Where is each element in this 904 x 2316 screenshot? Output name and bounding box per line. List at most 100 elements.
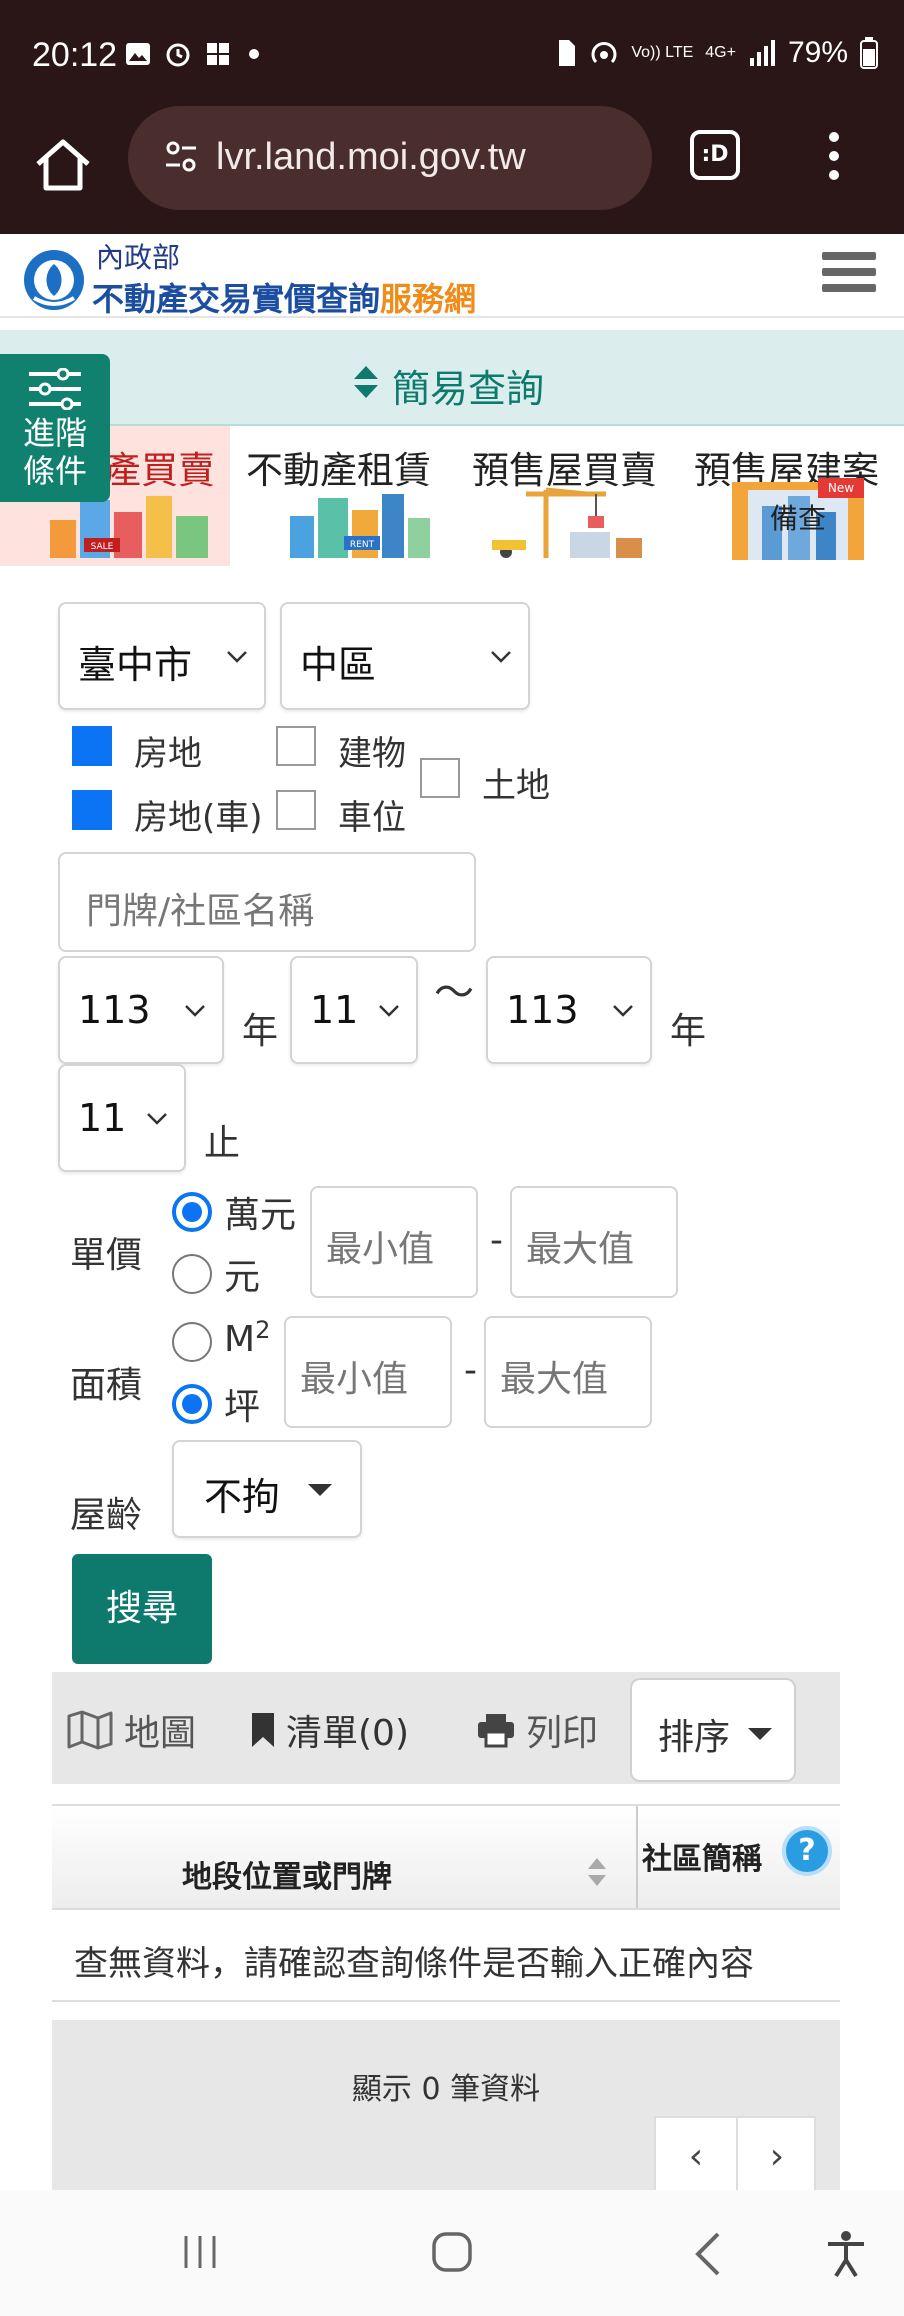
filing-label: 備查 bbox=[770, 502, 826, 535]
browser-toolbar: lvr.land.moi.gov.tw :D bbox=[0, 100, 904, 234]
status-time: 20:12 bbox=[32, 36, 118, 74]
record-count: 顯示 0 筆資料 bbox=[351, 2072, 541, 2107]
column-header-community[interactable]: 社區簡稱 bbox=[642, 1842, 762, 1877]
sliders-icon bbox=[29, 367, 81, 411]
system-navigation-bar bbox=[0, 2190, 904, 2316]
to-year-select[interactable]: 113 bbox=[486, 956, 652, 1064]
city-select[interactable]: 臺中市 bbox=[58, 602, 266, 710]
radio-label: 元 bbox=[224, 1257, 261, 1298]
construction-icon bbox=[492, 487, 642, 558]
sim-icon bbox=[559, 40, 576, 66]
max-placeholder: 最大值 bbox=[500, 1359, 609, 1400]
chevron-down-icon bbox=[613, 1005, 633, 1017]
checkbox-parking[interactable] bbox=[276, 790, 316, 830]
sort-arrows-icon[interactable] bbox=[586, 1856, 608, 1888]
from-year-select[interactable]: 113 bbox=[58, 956, 224, 1064]
back-icon[interactable] bbox=[690, 2230, 726, 2278]
checkbox-label: 土地 bbox=[482, 766, 550, 806]
print-button[interactable]: 列印 bbox=[476, 1704, 598, 1756]
range-dash: - bbox=[464, 1350, 477, 1391]
tab-label: 產買賣 bbox=[104, 449, 215, 492]
sort-button[interactable]: 排序 bbox=[630, 1678, 796, 1782]
ministry-logo-icon[interactable] bbox=[22, 248, 86, 312]
ministry-name: 內政部 bbox=[96, 241, 181, 274]
hamburger-menu-icon[interactable] bbox=[822, 252, 876, 298]
range-dash: - bbox=[490, 1220, 503, 1261]
to-year-value: 113 bbox=[506, 988, 579, 1032]
radio-label: 坪 bbox=[224, 1387, 261, 1428]
prev-page-button[interactable]: ‹ bbox=[688, 2136, 704, 2177]
tab-label: 預售屋買賣 bbox=[472, 449, 657, 492]
checkbox-house-land[interactable] bbox=[72, 726, 112, 766]
checkbox-house-land-parking[interactable] bbox=[72, 790, 112, 830]
address-placeholder: 門牌/社區名稱 bbox=[86, 891, 315, 932]
address-bar[interactable]: lvr.land.moi.gov.tw bbox=[128, 106, 652, 210]
volte-indicator: Vo)) LTE bbox=[631, 44, 694, 61]
help-icon[interactable]: ? bbox=[782, 1826, 832, 1876]
search-button[interactable]: 搜尋 bbox=[72, 1554, 212, 1664]
unit-price-label: 單價 bbox=[70, 1235, 143, 1276]
home-nav-icon[interactable] bbox=[430, 2230, 474, 2274]
printer-icon bbox=[478, 1714, 514, 1748]
address-input[interactable]: 門牌/社區名稱 bbox=[58, 852, 476, 952]
browser-menu-icon[interactable] bbox=[824, 132, 844, 188]
radio-square-meter[interactable] bbox=[172, 1322, 212, 1362]
area-min-input[interactable]: 最小值 bbox=[284, 1316, 452, 1428]
chevron-down-icon bbox=[379, 1005, 399, 1017]
sale-badge: SALE bbox=[91, 542, 114, 552]
site-title[interactable]: 不動產交易實價查詢服務網 bbox=[92, 274, 476, 320]
advanced-filter-line1: 進階 bbox=[22, 414, 87, 452]
unit-price-max-input[interactable]: 最大值 bbox=[510, 1186, 678, 1298]
building-age-value: 不拘 bbox=[204, 1475, 281, 1519]
alarm-icon bbox=[166, 43, 190, 67]
building-age-select[interactable]: 不拘 bbox=[172, 1440, 362, 1538]
presale-project-icon: New 備查 bbox=[732, 478, 864, 560]
city-sale-icon: SALE bbox=[50, 496, 208, 558]
from-month-value: 11 bbox=[310, 988, 359, 1032]
district-select[interactable]: 中區 bbox=[280, 602, 530, 710]
checkbox-label: 房地 bbox=[134, 734, 202, 774]
battery-icon bbox=[860, 37, 878, 69]
column-divider bbox=[636, 1806, 638, 1910]
recent-apps-icon[interactable] bbox=[178, 2230, 222, 2274]
tab-real-estate-rental[interactable]: 不動產租賃 RENT bbox=[230, 426, 456, 566]
signal-icon bbox=[749, 40, 775, 66]
radio-label: 萬元 bbox=[224, 1195, 297, 1236]
tab-presale-sale[interactable]: 預售屋買賣 bbox=[456, 426, 684, 566]
year-unit: 年 bbox=[670, 1011, 707, 1052]
advanced-filter-button[interactable]: 進階 條件 bbox=[0, 354, 110, 502]
tabs-button[interactable]: :D bbox=[690, 130, 740, 180]
checkbox-land[interactable] bbox=[420, 758, 460, 798]
radio-label-sqm: M2 bbox=[224, 1316, 271, 1360]
site-title-main: 不動產交易實價查詢 bbox=[92, 280, 381, 318]
table-row-empty: 查無資料，請確認查詢條件是否輸入正確內容 bbox=[52, 1908, 840, 2002]
simple-query-toggle[interactable]: 簡易查詢 bbox=[0, 330, 904, 426]
tab-presale-project[interactable]: 預售屋建案 New 備查 bbox=[684, 426, 904, 566]
area-max-input[interactable]: 最大值 bbox=[484, 1316, 652, 1428]
home-icon[interactable] bbox=[32, 134, 94, 196]
status-bar: 20:12 Vo)) LTE 4G+ 79% bbox=[0, 0, 904, 112]
site-settings-icon[interactable] bbox=[164, 140, 198, 174]
caret-down-icon bbox=[748, 1728, 772, 1740]
bookmark-icon bbox=[252, 1713, 274, 1747]
checkbox-label: 車位 bbox=[338, 798, 406, 838]
radio-ten-thousand[interactable] bbox=[172, 1192, 212, 1232]
to-month-select[interactable]: 11 bbox=[58, 1064, 186, 1172]
checkbox-building[interactable] bbox=[276, 726, 316, 766]
column-header-location[interactable]: 地段位置或門牌 bbox=[182, 1860, 392, 1895]
empty-message: 查無資料，請確認查詢條件是否輸入正確內容 bbox=[74, 1944, 754, 1984]
list-label: 清單(0) bbox=[286, 1713, 409, 1754]
next-page-button[interactable]: › bbox=[736, 2118, 816, 2196]
list-button[interactable]: 清單(0) bbox=[250, 1704, 409, 1756]
year-unit: 年 bbox=[242, 1011, 279, 1052]
map-button[interactable]: 地圖 bbox=[66, 1704, 196, 1756]
unit-price-min-input[interactable]: 最小值 bbox=[310, 1186, 478, 1298]
radio-yuan[interactable] bbox=[172, 1254, 212, 1294]
max-placeholder: 最大值 bbox=[526, 1229, 635, 1270]
chevron-down-icon bbox=[491, 651, 511, 663]
from-month-select[interactable]: 11 bbox=[290, 956, 418, 1064]
dot-icon bbox=[249, 49, 259, 59]
radio-ping[interactable] bbox=[172, 1384, 212, 1424]
checkbox-label: 房地(車) bbox=[134, 798, 263, 838]
accessibility-icon[interactable] bbox=[826, 2230, 866, 2278]
